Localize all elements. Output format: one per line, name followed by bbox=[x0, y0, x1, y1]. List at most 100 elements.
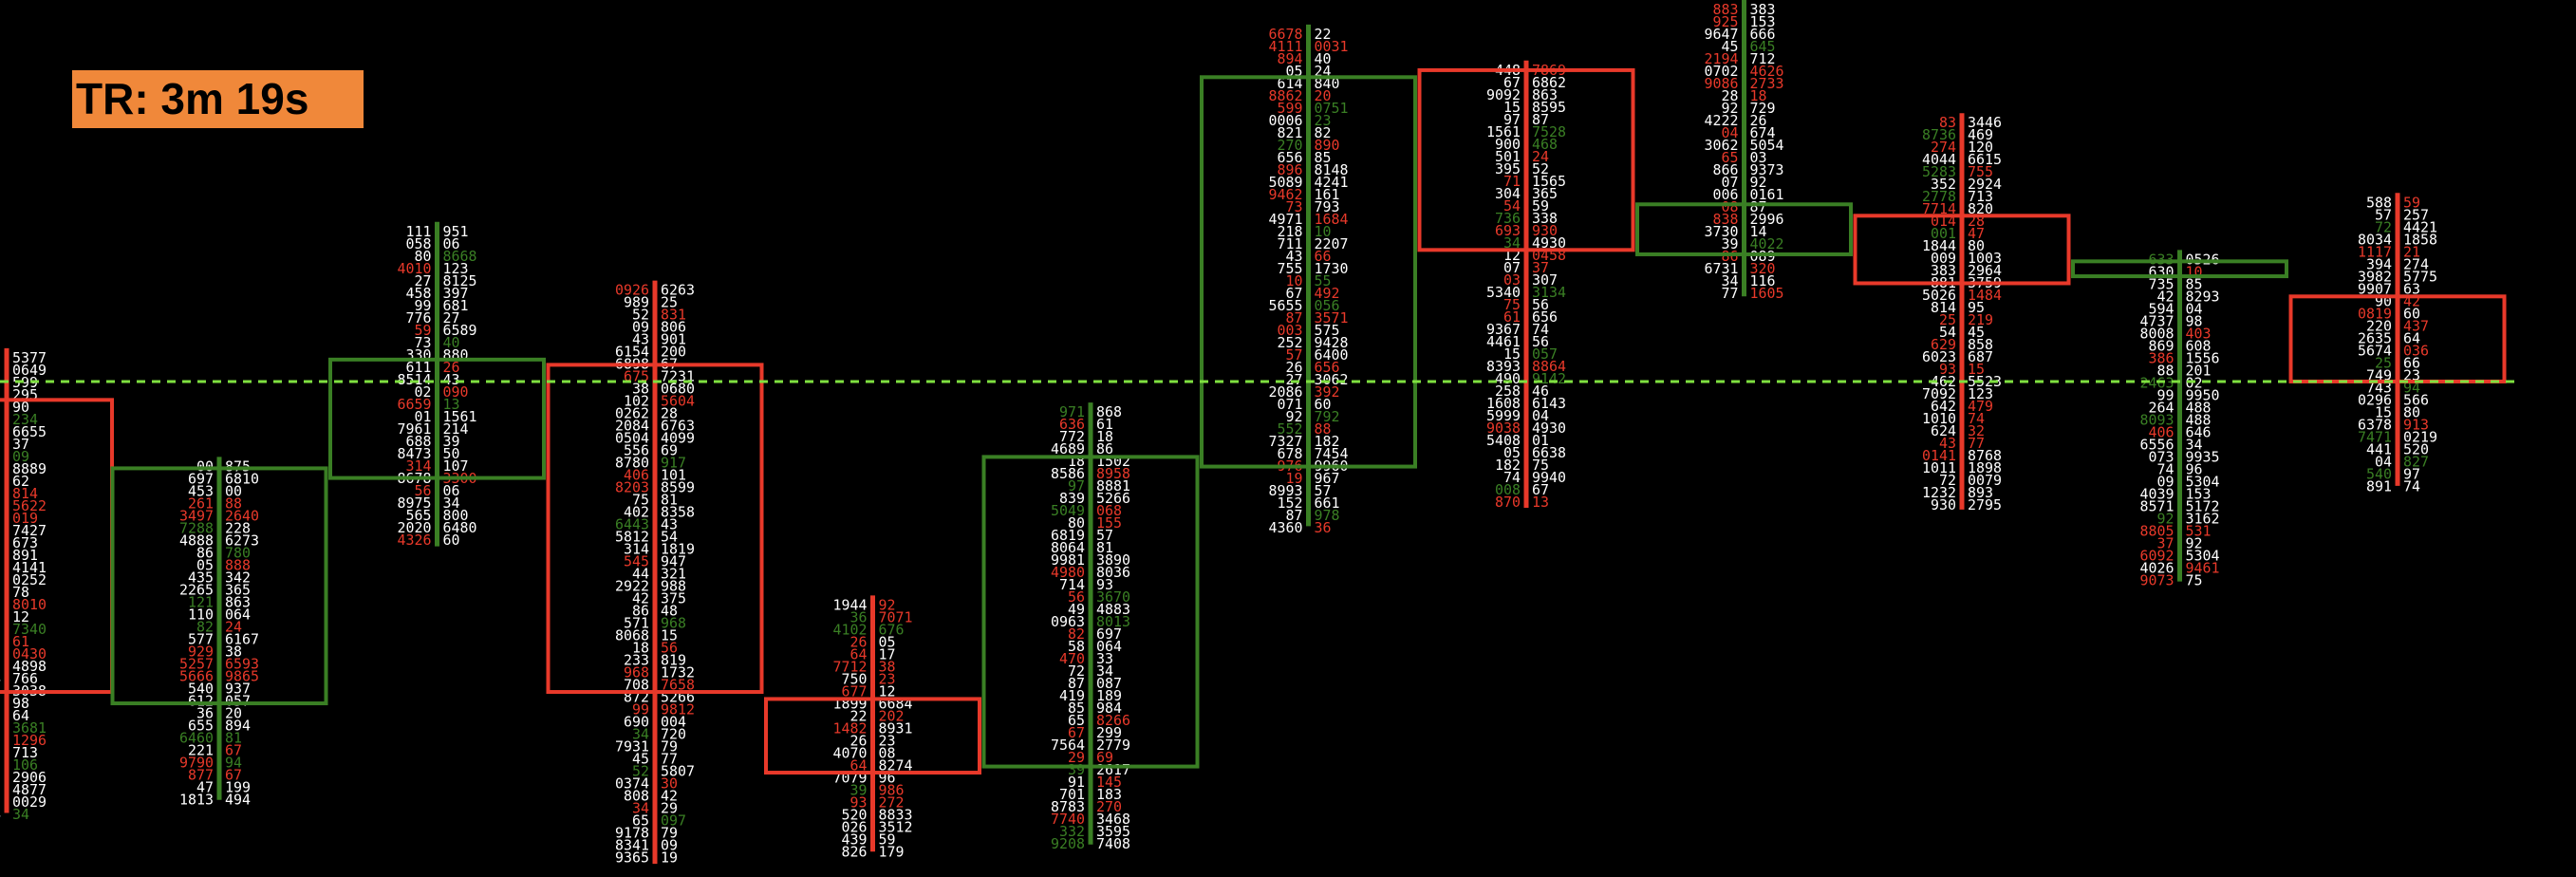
cluster-value: 67 bbox=[1503, 74, 1521, 91]
cluster-value: 43 bbox=[1939, 435, 1956, 452]
cluster-value: 3681 bbox=[12, 719, 47, 737]
candle-body-bear[interactable] bbox=[1417, 67, 1635, 252]
cluster-value: 79 bbox=[661, 825, 678, 842]
cluster-value: 65 bbox=[0, 645, 1, 662]
cluster-value: 064 bbox=[1096, 638, 1122, 655]
cluster-value: 45 bbox=[1968, 324, 1985, 341]
cluster-value: 28 bbox=[1722, 87, 1739, 104]
cluster-value: 9092 bbox=[1486, 86, 1521, 103]
cluster-value: 5812 bbox=[615, 529, 649, 546]
cluster-value: 9073 bbox=[2140, 571, 2175, 588]
cluster-value: 8358 bbox=[661, 504, 695, 521]
cluster-value: 599 bbox=[12, 374, 38, 391]
cluster-value: 39 bbox=[443, 433, 460, 450]
cluster-value: 8064 bbox=[1051, 539, 1085, 556]
cluster-value: 344 bbox=[0, 670, 1, 687]
cluster-value: 6638 bbox=[1532, 444, 1566, 461]
cluster-value: 91 bbox=[1068, 774, 1085, 791]
cluster-value: 0255 bbox=[0, 399, 1, 416]
cluster-value: 82 bbox=[196, 618, 214, 635]
cluster-value: 49 bbox=[1068, 601, 1085, 618]
cluster-value: 735 bbox=[2149, 275, 2175, 292]
cluster-value: 12 bbox=[879, 682, 896, 700]
cluster-value: 877 bbox=[188, 766, 214, 783]
cluster-value: 8148 bbox=[1315, 161, 1349, 178]
cluster-value: 47 bbox=[1968, 225, 1985, 242]
cluster-value: 9812 bbox=[661, 701, 695, 718]
cluster-value: 04 bbox=[2186, 300, 2203, 317]
cluster-value: 182 bbox=[1315, 433, 1340, 450]
candle-body-bear[interactable] bbox=[2288, 294, 2507, 383]
cluster-value: 470 bbox=[1059, 650, 1085, 667]
cluster-value: 264 bbox=[2149, 399, 2175, 416]
cluster-value: 3512 bbox=[879, 818, 913, 835]
cluster-value: 123 bbox=[443, 260, 469, 277]
candle-body-bear[interactable] bbox=[546, 363, 764, 695]
cluster-value: 1232 bbox=[1922, 484, 1956, 501]
cluster-value: 1010 bbox=[1922, 410, 1956, 427]
cluster-value: 383 bbox=[1931, 262, 1956, 279]
cluster-value: 4877 bbox=[12, 781, 47, 798]
cluster-value: 9086 bbox=[1705, 75, 1739, 92]
cluster-value: 006 bbox=[1713, 186, 1739, 203]
cluster-value: 439 bbox=[842, 830, 868, 848]
cluster-value: 468 bbox=[1532, 136, 1558, 153]
cluster-value: 152 bbox=[1278, 494, 1303, 512]
cluster-value: 712 bbox=[1750, 50, 1776, 67]
cluster-value: 2640 bbox=[225, 507, 259, 524]
cluster-value: 636 bbox=[1059, 416, 1085, 433]
cluster-value: 80 bbox=[415, 248, 432, 265]
cluster-value: 92 bbox=[0, 349, 1, 366]
candle-body-bull[interactable] bbox=[1635, 202, 1853, 256]
cluster-value: 38 bbox=[225, 643, 242, 660]
cluster-value: 06 bbox=[443, 482, 460, 499]
cluster-value: 95 bbox=[1968, 299, 1985, 316]
cluster-value: 068 bbox=[1096, 502, 1122, 519]
candle-body-bear[interactable] bbox=[1853, 214, 2071, 286]
cluster-value: 34 bbox=[632, 800, 649, 817]
cluster-value: 064 bbox=[225, 606, 251, 623]
cluster-value: 7658 bbox=[661, 677, 695, 694]
cluster-value: 406 bbox=[624, 467, 649, 484]
cluster-value: 32 bbox=[1968, 422, 1985, 439]
cluster-value: 92 bbox=[2186, 534, 2203, 551]
cluster-value: 09 bbox=[12, 448, 29, 465]
cluster-value: 750 bbox=[842, 670, 868, 687]
cluster-value: 123 bbox=[1968, 385, 1993, 402]
cluster-value: 8393 bbox=[1486, 358, 1521, 375]
cluster-value: 755 bbox=[1968, 163, 1993, 180]
candle-body-bull[interactable] bbox=[1200, 75, 1417, 469]
cluster-value: 26 bbox=[443, 359, 460, 376]
cluster-value: 967 bbox=[1315, 470, 1340, 487]
cluster-value: 77 bbox=[661, 751, 678, 768]
cluster-value: 65 bbox=[1722, 149, 1739, 166]
cluster-value: 342 bbox=[225, 569, 251, 586]
candle-body-bull[interactable] bbox=[328, 357, 546, 480]
cluster-value: 17 bbox=[879, 645, 896, 662]
cluster-value: 55 bbox=[1315, 272, 1332, 289]
cluster-value: 10 bbox=[1286, 272, 1303, 289]
cluster-value: 826 bbox=[842, 843, 868, 860]
cluster-value: 989 bbox=[624, 294, 649, 311]
cluster-value: 9981 bbox=[1051, 551, 1085, 569]
candle-body-bull[interactable] bbox=[2071, 259, 2288, 279]
cluster-value: 270 bbox=[1096, 798, 1122, 815]
cluster-value: 218 bbox=[1278, 223, 1303, 240]
cluster-value: 3725 bbox=[0, 436, 1, 453]
cluster-value: 189 bbox=[1096, 687, 1122, 704]
cluster-value: 09 bbox=[632, 319, 649, 336]
cluster-value: 56 bbox=[661, 640, 678, 657]
cluster-value: 1944 bbox=[833, 596, 868, 613]
candle-body-bear[interactable] bbox=[764, 697, 981, 775]
cluster-value: 681 bbox=[443, 297, 469, 314]
cluster-value: 62 bbox=[12, 473, 29, 490]
candle-body-bull[interactable] bbox=[110, 466, 328, 706]
cluster-value: 86 bbox=[632, 603, 649, 620]
cluster-value: 92 bbox=[2157, 510, 2175, 527]
cluster-value: 52 bbox=[1532, 160, 1549, 177]
cluster-value: 58 bbox=[1068, 638, 1085, 655]
cluster-value: 1732 bbox=[661, 664, 695, 681]
cluster-value: 4026 bbox=[2140, 559, 2175, 576]
candle-body-bull[interactable] bbox=[981, 455, 1200, 769]
cluster-value: 155 bbox=[1096, 514, 1122, 532]
